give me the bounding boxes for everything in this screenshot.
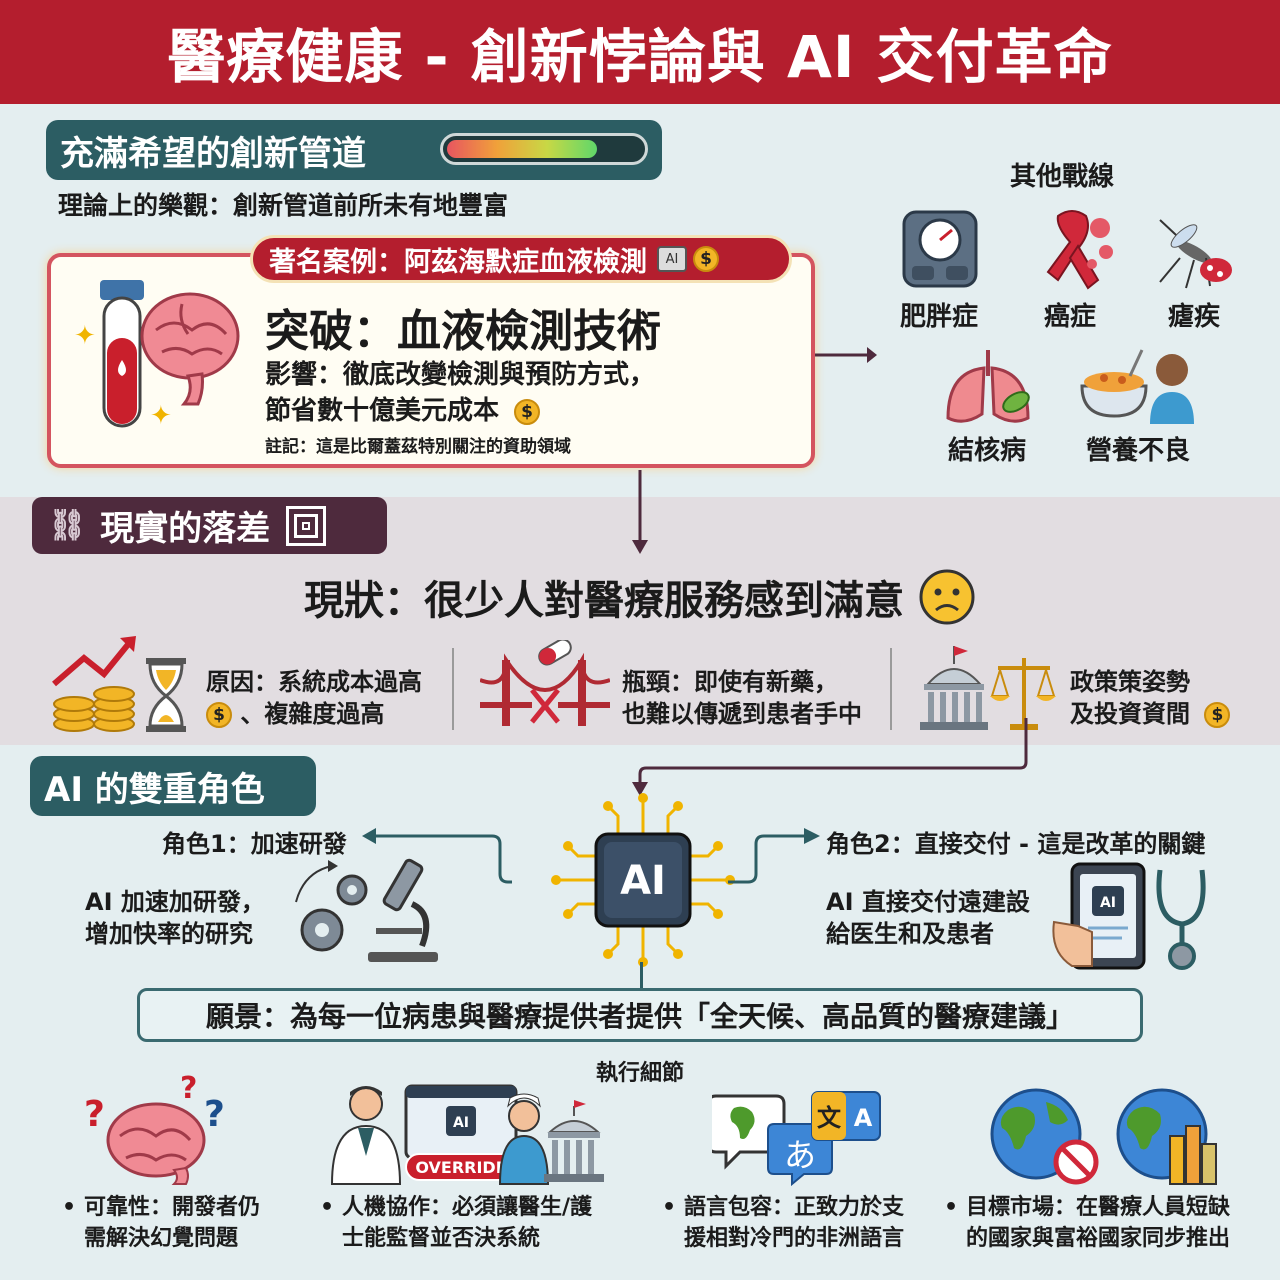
- impact-line-1: 影響：徹底改變檢測與預防方式，: [265, 360, 656, 390]
- pipeline-subtitle: 理論上的樂觀：創新管道前所未有地豐富: [58, 191, 509, 220]
- cancer-ribbon-icon: [1046, 210, 1113, 290]
- ai-chip-icon: AI: [657, 246, 687, 272]
- tablet-stethoscope-icon: AI: [1052, 862, 1206, 970]
- arrow-down-icon: [632, 470, 648, 554]
- lang-glyph-chinese: 文: [817, 1104, 842, 1132]
- override-text: OVERRIDE: [415, 1158, 506, 1177]
- lang-glyph-latin: A: [854, 1104, 873, 1132]
- svg-text:✦: ✦: [74, 321, 96, 351]
- front-label-tb: 結核病: [948, 436, 1027, 466]
- svg-text:✦: ✦: [150, 401, 172, 431]
- reason-2-line-2: 也難以傳遞到患者手中: [622, 700, 862, 728]
- detail-market-line-1: 目標市場：在醫療人員短缺: [966, 1195, 1231, 1220]
- role-2-line-2: 給医生和及患者: [826, 920, 994, 948]
- role-2-line-1: AI 直接交付遠建設: [826, 888, 1030, 916]
- details-title: 執行細節: [595, 1061, 684, 1086]
- vision-box: 願景：為每一位病患與醫療提供者提供「全天候、高品質的醫療建議」: [137, 988, 1143, 1042]
- reason-1-line-1: 原因：系統成本過高: [206, 668, 422, 696]
- fronts-title: 其他戰線: [1010, 162, 1115, 192]
- connector-arrow-icon: [632, 718, 1028, 796]
- case-title: 著名案例：阿茲海默症血液檢測: [269, 246, 647, 278]
- globes-market-icon: [990, 1088, 1217, 1185]
- reason-2-line-1: 瓶頸：即使有新藥，: [622, 668, 838, 696]
- broken-bridge-pill-icon: [480, 640, 610, 726]
- detail-language-line-1: 語言包容：正致力於支: [684, 1195, 905, 1220]
- language-bubbles-icon: あ 文 A: [712, 1091, 881, 1186]
- status-row: 現狀：很少人對醫療服務感到滿意: [0, 568, 1280, 626]
- front-label-malaria: 瘧疾: [1168, 302, 1221, 332]
- brain-question-icon: ? ? ?: [84, 1074, 225, 1185]
- detail-collaboration: 人機協作：必須讓醫生/護 士能監督並否決系統: [320, 1192, 593, 1254]
- detail-collaboration-line-1: 人機協作：必須讓醫生/護: [342, 1195, 593, 1220]
- divider: [890, 648, 892, 730]
- arrow-left-icon: [362, 828, 512, 884]
- mosquito-icon: [1159, 219, 1232, 289]
- pipeline-label: 充滿希望的創新管道: [46, 120, 662, 180]
- lang-glyph-hiragana: あ: [784, 1136, 816, 1174]
- front-label-obesity: 肥胖症: [900, 302, 979, 332]
- reason-3-line-2: 及投資資間: [1070, 700, 1190, 728]
- gears-microscope-icon: [295, 858, 438, 962]
- detail-collaboration-line-2: 士能監督並否決系統: [342, 1226, 541, 1251]
- svg-text:?: ?: [180, 1074, 197, 1106]
- detail-language: 語言包容：正致力於支 援相對冷門的非洲語言: [662, 1192, 905, 1254]
- role-2-title: 角色2：直接交付 - 這是改革的關鍵: [826, 830, 1206, 858]
- dollar-coin-icon: $: [1204, 702, 1231, 728]
- government-justice-icon: [920, 646, 1056, 730]
- arrow-right-icon: [728, 828, 820, 884]
- dollar-coin-icon: $: [206, 702, 232, 728]
- lungs-icon: [946, 350, 1030, 423]
- detail-reliability: 可靠性：開發者仍 需解決幻覺問題: [62, 1192, 261, 1254]
- reality-label-text: 現實的落差: [100, 509, 271, 549]
- page-title: 醫療健康 - 創新悖論與 AI 交付革命: [167, 23, 1113, 91]
- rising-costs-icon: [52, 636, 186, 732]
- reality-label: ⛓ 現實的落差: [32, 497, 387, 554]
- dollar-coin-icon: $: [514, 398, 541, 425]
- arrow-right-icon: [815, 347, 877, 363]
- ai-chip-icon: AI: [551, 793, 735, 967]
- ai-roles-label-text: AI 的雙重角色: [44, 769, 265, 810]
- broken-chain-icon: ⛓: [48, 508, 87, 543]
- reason-1-line-2-row: $ 、複雜度過高: [206, 694, 384, 729]
- reason-3-line-2-row: 及投資資間 $: [1070, 694, 1231, 729]
- svg-text:?: ?: [204, 1094, 225, 1135]
- screen-ai-text: AI: [453, 1115, 469, 1131]
- detail-reliability-line-1: 可靠性：開發者仍: [84, 1195, 261, 1220]
- case-note: 註記：這是比爾蓋茲特別關注的資助領域: [265, 437, 571, 457]
- human-ai-override-icon: AI OVERRIDE: [330, 1084, 604, 1185]
- malnutrition-icon: [1080, 349, 1194, 424]
- impact-line-2: 節省數十億美元成本: [265, 396, 500, 426]
- ai-roles-label: AI 的雙重角色: [30, 756, 316, 816]
- role-1-line-2: 增加快率的研究: [85, 920, 253, 948]
- detail-market: 目標市場：在醫療人員短缺 的國家與富裕國家同步推出: [944, 1192, 1231, 1254]
- pipeline-label-text: 充滿希望的創新管道: [60, 133, 366, 174]
- role-1-title: 角色1：加速研發: [162, 830, 347, 858]
- svg-text:?: ?: [84, 1094, 105, 1135]
- maze-icon: [286, 505, 327, 546]
- detail-market-line-2: 的國家與富裕國家同步推出: [966, 1226, 1231, 1251]
- ai-chip-text: AI: [620, 858, 666, 904]
- role-1-line-1: AI 加速加研發，: [85, 888, 265, 916]
- scale-icon: [902, 210, 978, 288]
- tablet-ai-text: AI: [1100, 895, 1116, 911]
- vision-text: 願景：為每一位病患與醫療提供者提供「全天候、高品質的醫療建議」: [205, 1000, 1074, 1033]
- case-title-badge: 著名案例：阿茲海默症血液檢測 AI $: [250, 235, 792, 283]
- dollar-coin-icon: $: [693, 246, 719, 272]
- blood-test-brain-icon: ✦ ✦: [74, 280, 240, 431]
- detail-reliability-line-2: 需解決幻覺問題: [84, 1226, 239, 1251]
- sad-face-icon: [919, 569, 975, 625]
- detail-language-line-2: 援相對冷門的非洲語言: [684, 1226, 905, 1251]
- breakthrough-heading: 突破：血液檢測技術: [265, 306, 661, 357]
- status-heading: 現狀：很少人對醫療服務感到滿意: [304, 578, 904, 624]
- reason-3-line-1: 政策策姿勢: [1070, 668, 1190, 696]
- reason-1-line-2: 、複雜度過高: [240, 700, 385, 728]
- chip-vision-connector: [640, 962, 643, 990]
- front-label-malnutrition: 營養不良: [1086, 436, 1191, 466]
- front-label-cancer: 癌症: [1044, 302, 1097, 332]
- header-banner: 醫療健康 - 創新悖論與 AI 交付革命: [0, 0, 1280, 104]
- progress-bar-icon: [440, 133, 648, 165]
- impact-line-2-row: 節省數十億美元成本 $: [265, 390, 541, 427]
- divider: [452, 648, 454, 730]
